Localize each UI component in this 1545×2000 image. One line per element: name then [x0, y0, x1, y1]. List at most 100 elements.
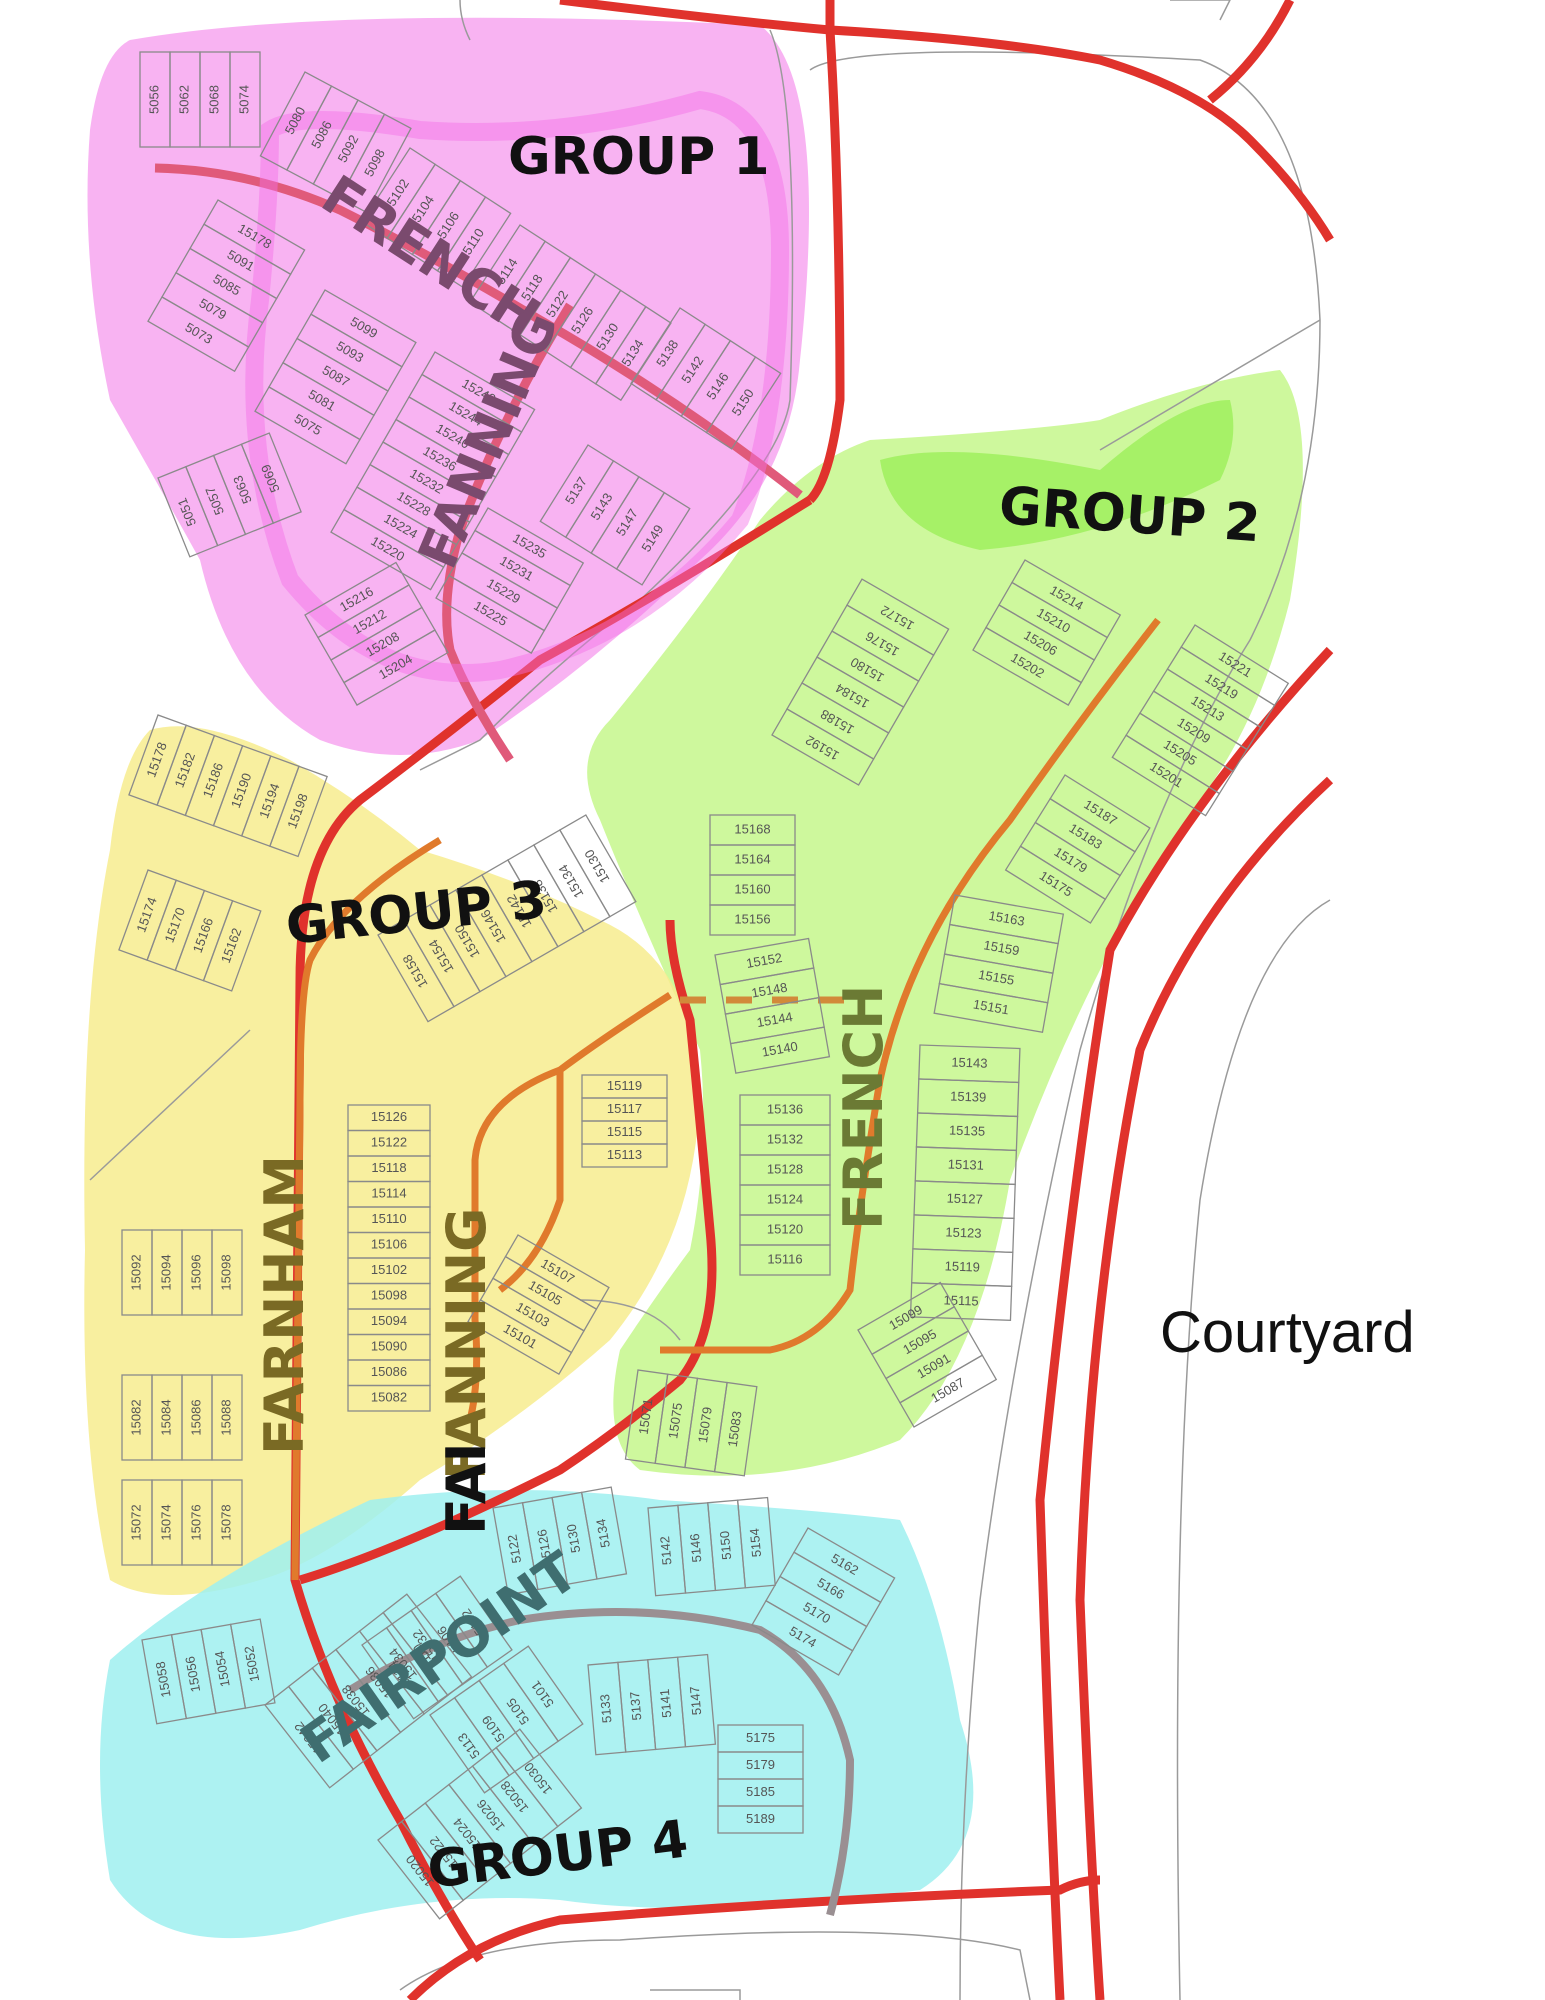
lot-outline	[1111, 734, 1221, 817]
lot-number: 15052	[241, 1645, 262, 1683]
street-label-fanning-south: FANNING	[435, 1208, 498, 1480]
lot-number: 15072	[128, 1504, 143, 1540]
group-3-zone[interactable]	[84, 726, 701, 1595]
lot[interactable]: 15088	[211, 1374, 243, 1461]
lot-number: 15079	[695, 1406, 715, 1444]
lot-outline	[330, 508, 445, 591]
lot-number: 15078	[218, 1504, 233, 1540]
lot-outline	[269, 765, 328, 858]
group-1-highlight-loop	[245, 90, 790, 682]
lot-number: 15074	[158, 1504, 173, 1540]
lot-outline	[338, 113, 412, 214]
lot-outline	[558, 814, 637, 918]
road-east-highway-b	[1075, 776, 1334, 2000]
lot[interactable]: 15078	[211, 1479, 243, 1566]
lot[interactable]: 15082	[347, 1384, 431, 1412]
lot-number: 15115	[943, 1292, 979, 1308]
lot-outline	[435, 574, 546, 654]
lot[interactable]: 15116	[739, 1244, 831, 1276]
street-label-french-east: FRENCH	[832, 985, 895, 1230]
lot-number: 15160	[734, 881, 770, 896]
lot[interactable]: 15098	[211, 1229, 243, 1316]
lot-number: 15071	[636, 1398, 656, 1436]
lot[interactable]: 15156	[709, 904, 796, 936]
lot-number: 15120	[767, 1221, 803, 1236]
street-label-farnham: FARNHAM	[253, 1155, 316, 1455]
lot-outline	[736, 1496, 776, 1589]
lot-number: 15090	[371, 1339, 407, 1354]
lot-number: 15082	[371, 1390, 407, 1405]
lot-number: 5147	[687, 1686, 704, 1716]
group-2-zone[interactable]	[587, 370, 1303, 1476]
lot-number: 5068	[206, 85, 221, 114]
lot-number: 15075	[665, 1402, 685, 1440]
lot-number: 5141	[657, 1688, 674, 1718]
local-streets	[291, 617, 1161, 1581]
lot-number: 15119	[944, 1258, 980, 1274]
lot[interactable]: 5154	[736, 1496, 776, 1589]
lot-number: 15086	[188, 1399, 203, 1435]
lot[interactable]: 15151	[933, 982, 1049, 1034]
group-2-green-patch	[880, 400, 1234, 550]
lot-number: 15119	[607, 1078, 642, 1093]
lot-number: 5134	[593, 1518, 613, 1549]
lot-outline	[467, 1299, 573, 1375]
lot[interactable]: 15083	[713, 1381, 758, 1477]
lot-number: 5126	[534, 1528, 554, 1559]
group-zones	[84, 17, 1303, 1939]
lot-number: 15131	[948, 1156, 985, 1172]
lot-outline	[972, 626, 1083, 706]
lot-number: 15116	[767, 1251, 802, 1266]
lot[interactable]: 5134	[580, 1486, 628, 1580]
lot-number: 15135	[949, 1123, 986, 1139]
lot[interactable]: 5074	[229, 51, 261, 148]
lot[interactable]: 5189	[717, 1805, 804, 1834]
lot-number: 15058	[153, 1660, 174, 1698]
lot-number: 15054	[212, 1650, 233, 1688]
lot-outline	[615, 491, 691, 586]
lot-outline	[229, 1618, 276, 1709]
group-1-zone[interactable]	[87, 17, 810, 755]
road-central-ns	[806, 0, 845, 504]
lot-number: 15156	[734, 911, 770, 926]
boundary-lines	[89, 0, 1331, 2000]
lot-number: 15164	[734, 851, 770, 866]
lot-number: 15076	[188, 1504, 203, 1540]
group-4-zone[interactable]	[100, 1490, 974, 1939]
lot-number: 15144	[756, 1009, 794, 1030]
lot-number: 15088	[218, 1399, 233, 1435]
lot-number: 15114	[371, 1186, 406, 1201]
lot-outline	[202, 899, 262, 992]
road-south-arc	[298, 919, 717, 1585]
lot[interactable]: 15140	[729, 1026, 831, 1074]
lot-outline	[899, 1354, 998, 1428]
lot-outline	[1004, 845, 1107, 924]
lot-number: 5142	[657, 1536, 674, 1566]
lot-outline	[211, 1479, 243, 1566]
lot[interactable]: 15052	[229, 1618, 276, 1709]
lot-number: 15118	[371, 1160, 406, 1175]
lot-outline	[739, 1244, 831, 1276]
lot[interactable]: 5147	[676, 1653, 717, 1748]
lot-number: 15106	[371, 1237, 407, 1252]
lot-number: 5056	[146, 85, 161, 114]
lot-block: 15072 15074 15076 15078	[121, 1479, 243, 1566]
lot-number: 15098	[371, 1288, 407, 1303]
lot[interactable]: 15113	[581, 1143, 668, 1168]
lot-outline	[502, 1645, 584, 1743]
lot-number: 15124	[767, 1191, 803, 1206]
road-east-highway-a	[1035, 646, 1334, 2000]
lot-number: 5185	[746, 1784, 775, 1799]
lot-number: 5189	[746, 1811, 775, 1826]
